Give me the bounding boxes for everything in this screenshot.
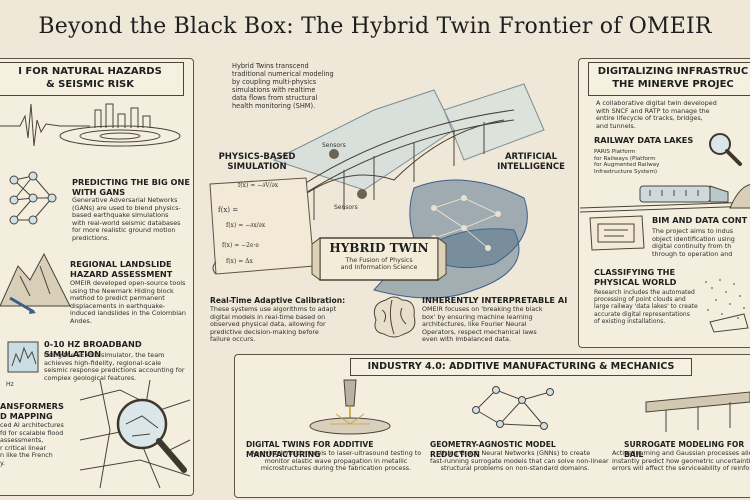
formula-line-3: f(x) = −2e·e [222, 242, 259, 249]
calibration-text: These systems use algorithms to adapt di… [210, 305, 337, 344]
right-banner: DIGITALIZING INFRASTRUC THE MINERVE PROJ… [588, 62, 750, 96]
magnifier-map-illustration [79, 379, 191, 489]
page-title: Beyond the Black Box: The Hybrid Twin Fr… [38, 14, 712, 39]
bottom-banner-text: INDUSTRY 4.0: ADDITIVE MANUFACTURING & M… [367, 361, 675, 372]
broadband-spectrum-chart [7, 341, 39, 373]
right-banner-text: DIGITALIZING INFRASTRUC THE MINERVE PROJ… [597, 66, 749, 90]
interpretable-ai-heading: INHERENTLY INTERPRETABLE AI [422, 295, 568, 305]
additive-manufacturing-text: Applying hybrid models to laser-ultrasou… [250, 449, 422, 473]
surrogate-modeling-text: Active learning and Gaussian processes a… [612, 450, 750, 473]
model-reduction-heading: GEOMETRY-AGNOSTIC MODEL REDUCTION [430, 440, 556, 459]
minerve-intro-text: A collaborative digital twin developed w… [596, 99, 717, 130]
sensors-label-bottom: Sensors [334, 204, 358, 211]
formula-line-1: f(x) = [218, 206, 239, 214]
brain-icon [373, 296, 416, 338]
graph-network-illustration [472, 386, 554, 430]
transformers-heading: ANSFORMERS D MAPPING [0, 401, 64, 421]
bottom-banner: INDUSTRY 4.0: ADDITIVE MANUFACTURING & M… [350, 358, 692, 376]
classifying-text: Research includes the automated processi… [594, 289, 698, 325]
railway-lakes-text: PARIS Platform for Railways (Platform fo… [594, 149, 660, 175]
scroll-banner [311, 237, 447, 281]
ai-label: ARTIFICIAL INTELLIGENCE [497, 152, 565, 172]
hz-axis-label: Hz [6, 381, 14, 388]
bim-text: The project aims to indus object identif… [652, 227, 735, 258]
left-banner: I FOR NATURAL HAZARDS & SEISMIC RISK [0, 62, 184, 96]
bridge-beam-illustration [645, 391, 750, 432]
gans-text: Generative Adversarial Networks (GANs) a… [72, 196, 181, 242]
transformers-text: ced AI architectures fd for scalable flo… [0, 421, 64, 467]
landslide-mountain-illustration [0, 252, 71, 314]
sensors-label-top: Sensors [322, 142, 346, 149]
neural-network-icon [9, 171, 57, 225]
formula-line-4: f(x) = Δx [226, 258, 253, 265]
landslide-text: OMEIR developed open-source tools using … [70, 279, 186, 325]
formula-line-0: f(x) = −∂V/∂x [238, 182, 279, 189]
landslide-heading: REGIONAL LANDSLIDE HAZARD ASSESSMENT [70, 259, 173, 279]
classifying-heading: CLASSIFYING THE PHYSICAL WORLD [594, 267, 677, 287]
formula-line-2: f(x) = −∂x/∂x [226, 222, 266, 229]
hybrid-twin-title: HYBRID TWIN [329, 241, 429, 255]
broadband-heading: 0-10 Hz BROADBAND SIMULATION [44, 339, 142, 359]
hybrid-twin-subtitle: The Fusion of Physics and Information Sc… [340, 257, 418, 272]
seismic-wave-illustration [0, 103, 181, 147]
point-cloud-illustration [705, 279, 749, 333]
physics-simulation-label: PHYSICS-BASED SIMULATION [218, 152, 296, 172]
magnifier-tunnel-icon [709, 133, 742, 166]
laser-nozzle-illustration [309, 379, 391, 435]
railway-lakes-heading: RAILWAY DATA LAKES [594, 135, 694, 145]
blueprint-scroll-illustration [589, 215, 645, 251]
interpretable-ai-text: OMEIR focuses on 'breaking the black box… [422, 305, 543, 344]
additive-manufacturing-heading: DIGITAL TWINS FOR ADDITIVE MANUFACTURING [246, 440, 374, 459]
broadband-text: Using the SEMSD simulator, the team achi… [44, 351, 185, 382]
railway-train-illustration [579, 184, 750, 213]
model-reduction-text: Using Graph Neural Networks (GNNs) to cr… [430, 449, 609, 473]
bim-heading: BIM AND DATA CONT [652, 215, 748, 225]
gans-heading: PREDICTING THE BIG ONE WITH GANS [72, 177, 190, 197]
left-banner-text: I FOR NATURAL HAZARDS & SEISMIC RISK [18, 66, 162, 90]
surrogate-modeling-heading: SURROGATE MODELING FOR BAIL [624, 440, 745, 459]
calibration-heading: Real-Time Adaptive Calibration: [210, 296, 346, 305]
hybrid-intro-text: Hybrid Twins transcend traditional numer… [232, 62, 334, 110]
